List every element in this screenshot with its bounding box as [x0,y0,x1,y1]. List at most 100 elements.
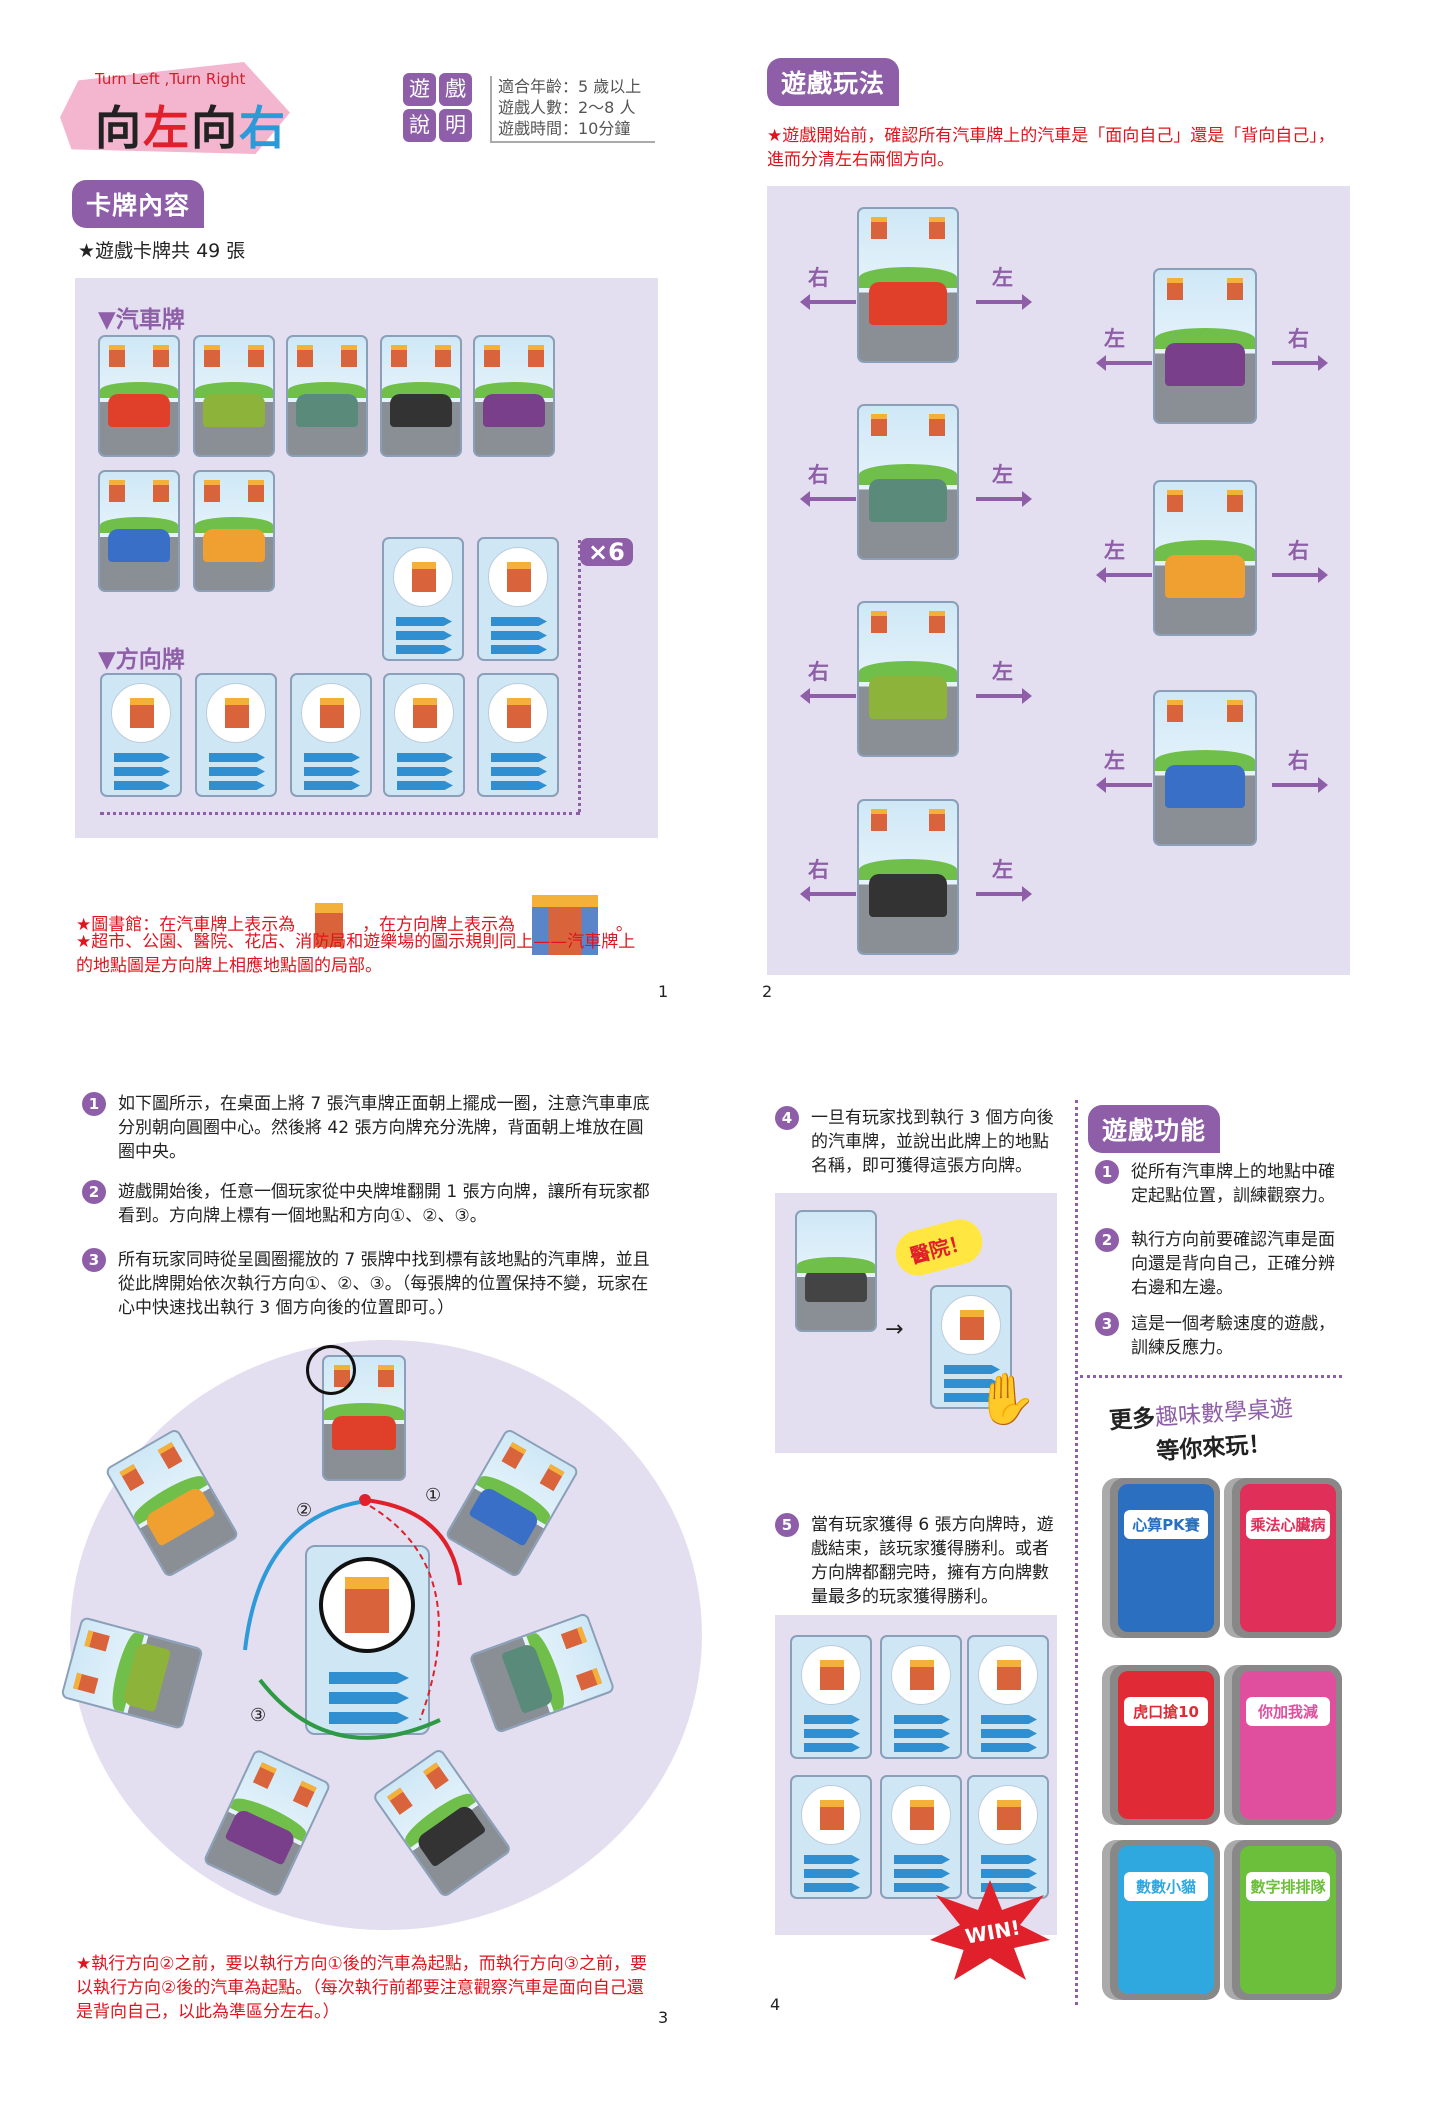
direction-arrow-tab [491,767,547,776]
direction-label-left: 左 [1104,749,1125,773]
feature-number: 3 [1095,1312,1119,1336]
location-icon [247,480,264,502]
location-icon [1227,700,1243,722]
arrow-left-icon [800,688,856,704]
multiplier-badge: ×6 [580,538,633,566]
icon-rule-note: ★超市、公園、醫院、花店、消防局和遊樂場的圖示規則同上——汽車牌上的地點圖是方向… [76,932,636,976]
library-note-text: ，在方向牌上表示為 [362,915,516,935]
direction-arrow-tab [894,1869,950,1878]
location-icon [152,480,169,502]
car-card [98,335,180,457]
car-cards-label: ▼汽車牌 [98,307,185,333]
step-number: 2 [82,1180,106,1204]
arrow-right-icon [976,886,1032,902]
product-tin[interactable]: 乘法心臟病 [1232,1478,1342,1638]
section-divider [1080,1375,1342,1378]
info-time: 遊戲時間：10分鐘 [498,119,631,138]
arrow-1 [364,1498,462,1586]
product-tin[interactable]: 你加我減 [1232,1665,1342,1825]
logo-char: 右 [239,101,287,155]
car-card [795,1210,877,1332]
car-card [1153,480,1257,636]
car-icon [868,478,948,522]
more-text: 更多 [1108,1405,1157,1435]
location-icon [72,1673,99,1695]
logo-english: Turn Left ,Turn Right [95,70,246,88]
logo-char: 向 [191,101,239,155]
direction-arrow-tab [397,753,453,762]
direction-arrow-tab [396,631,452,640]
step-number: 1 [82,1092,106,1116]
location-icon [891,1645,951,1705]
car-icon [868,281,948,325]
location-icon [1167,278,1183,300]
direction-card [477,537,559,661]
location-icon [84,1629,110,1652]
location-icon [119,1464,145,1492]
direction-card [382,537,464,661]
location-icon [501,1441,527,1469]
direction-arrow-tab [894,1883,950,1892]
location-icon [801,1645,861,1705]
section-title-features: 遊戲功能 [1088,1105,1221,1153]
step-2: 2 遊戲開始後，任意一個玩家從中央牌堆翻開 1 張方向牌，讓所有玩家都看到。方向牌… [82,1180,652,1228]
direction-arrow-tab [491,781,547,790]
location-icon [929,809,946,831]
product-title: 數數小貓 [1124,1872,1208,1901]
direction-arrow-tab [804,1855,860,1864]
product-title: 數字排排隊 [1246,1872,1330,1901]
direction-arrow-tab [114,781,170,790]
direction-label-right: 右 [808,858,829,882]
direction-card [383,673,465,797]
direction-label-left: 左 [992,463,1013,487]
direction-arrow-tab [491,631,547,640]
product-tin[interactable]: 心算PK賽 [1110,1478,1220,1638]
direction-arrow-tab [304,781,360,790]
direction-card [967,1775,1049,1899]
direction-card [195,673,277,797]
product-tin[interactable]: 數數小貓 [1110,1840,1220,2000]
badge-char: 遊 [403,73,436,106]
dotted-bracket [100,812,580,815]
direction-label-right: 右 [1288,327,1309,351]
product-cover: 心算PK賽 [1118,1484,1214,1632]
direction-label-left: 左 [992,858,1013,882]
direction-card [290,673,372,797]
direction-label-right: 右 [808,660,829,684]
direction-arrow-tab [894,1729,950,1738]
step-text: 所有玩家同時從呈圓圈擺放的 7 張牌中找到標有該地點的汽車牌，並且從此牌開始依次… [118,1250,650,1318]
library-note-text: 。 [615,915,633,935]
product-tin[interactable]: 數字排排隊 [1232,1840,1342,2000]
car-icon [107,528,171,562]
direction-arrow-tab [329,1692,409,1704]
direction-arrow-tab [491,617,547,626]
product-cover: 你加我減 [1240,1671,1336,1819]
step-text: 遊戲開始後，任意一個玩家從中央牌堆翻開 1 張方向牌，讓所有玩家都看到。方向牌上… [118,1182,650,1226]
direction-arrow-tab [804,1883,860,1892]
location-icon [1167,490,1183,512]
direction-arrow-tab [397,767,453,776]
step-text: 當有玩家獲得 6 張方向牌時，遊戲結束，該玩家獲得勝利。或者方向牌都翻完時，擁有… [811,1515,1054,1607]
car-icon [482,393,546,427]
badge-char: 明 [439,109,472,142]
arrow-right: → [885,1317,904,1342]
location-icon [157,1441,183,1469]
mark-2: ② [296,1500,313,1521]
direction-label-right: 右 [808,266,829,290]
direction-label-right: 右 [1288,539,1309,563]
direction-arrow-tab [114,767,170,776]
direction-arrow-tab [114,753,170,762]
location-icon [870,414,887,436]
location-icon [340,345,357,367]
section-title-howto: 遊戲玩法 [767,58,900,106]
direction-arrow-tab [209,767,265,776]
car-card [193,470,275,592]
center-direction-card [305,1545,430,1735]
product-tin[interactable]: 虎口搶10 [1110,1665,1220,1825]
car-card [473,335,555,457]
